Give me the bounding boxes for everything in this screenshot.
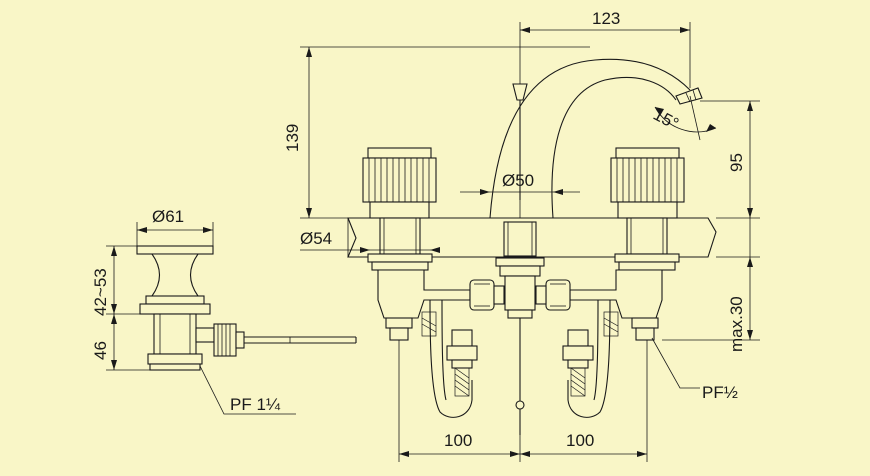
center-body	[495, 221, 545, 435]
dim-max-below: max.30	[727, 296, 746, 352]
dim-deck-diameter: Ø54	[300, 229, 332, 248]
dim-spout-angle: 15°	[650, 105, 682, 134]
spout	[489, 58, 703, 219]
drain-assembly	[106, 222, 357, 415]
popup-rod-knob	[512, 83, 528, 218]
dim-drain-height: 46	[91, 341, 110, 360]
callout-drain-thread: PF 1¼	[230, 395, 281, 414]
dimension-lines	[300, 22, 760, 462]
dim-top-width: 123	[592, 9, 620, 28]
dim-spacing-right: 100	[566, 431, 594, 450]
deck-surface	[347, 217, 717, 258]
dim-drain-range: 42~53	[91, 268, 110, 316]
dim-spacing-left: 100	[444, 431, 472, 450]
dim-drain-diameter: Ø61	[152, 207, 184, 226]
right-handle	[610, 147, 685, 271]
dim-spout-height: 95	[727, 153, 746, 172]
left-handle	[362, 147, 437, 271]
right-valve-body	[535, 269, 663, 418]
left-valve-body	[377, 269, 505, 418]
faucet-assembly	[347, 58, 717, 435]
callout-supply-thread: PF½	[702, 383, 738, 402]
dim-total-height: 139	[283, 124, 302, 152]
dim-body-diameter: Ø50	[502, 171, 534, 190]
